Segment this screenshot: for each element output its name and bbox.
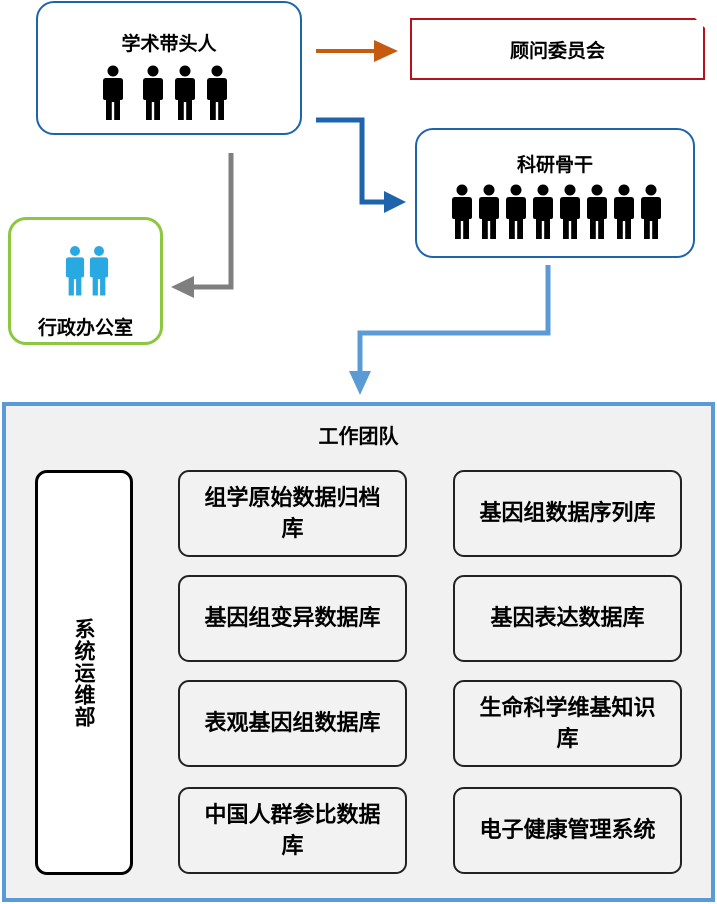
person-icon [532, 184, 554, 240]
advisory-committee-title: 顾问委员会 [509, 39, 605, 62]
person-icon [65, 244, 85, 298]
database-label: 电子健康管理系统 [479, 818, 656, 843]
person-icon [451, 184, 473, 240]
person-icon [505, 184, 527, 240]
ops-department-box: 系统运维部 [35, 470, 133, 875]
person-icon [89, 244, 109, 298]
admin-office-title: 行政办公室 [37, 317, 133, 339]
database-box: 基因组变异数据库 [178, 575, 407, 662]
admin-office-box: 行政办公室 [8, 217, 163, 345]
advisory-committee-box: 顾问委员会 [410, 18, 705, 80]
person-icon [640, 184, 662, 240]
admin-office-people [65, 244, 109, 298]
database-label: 基因组数据序列库 [479, 501, 656, 526]
database-label: 生命科学维基知识库 [479, 695, 656, 752]
database-label: 表观基因组数据库 [204, 711, 381, 736]
academic-leaders-title: 学术带头人 [121, 33, 217, 55]
database-label: 基因表达数据库 [490, 606, 645, 631]
person-icon [586, 184, 608, 240]
person-icon [559, 184, 581, 240]
arrow-to-advisory [316, 40, 398, 62]
person-icon [174, 65, 196, 121]
database-box: 基因表达数据库 [453, 575, 682, 662]
person-icon [478, 184, 500, 240]
academic-leaders-box: 学术带头人 [36, 1, 302, 135]
academic-leaders-people [102, 65, 228, 121]
research-backbone-title: 科研骨干 [516, 154, 593, 176]
arrow-to-backbone [316, 117, 406, 213]
database-box: 生命科学维基知识库 [453, 680, 682, 767]
research-backbone-box: 科研骨干 [415, 128, 695, 258]
database-label: 基因组变异数据库 [204, 606, 381, 631]
database-box: 表观基因组数据库 [178, 680, 407, 767]
database-box: 组学原始数据归档库 [178, 470, 407, 557]
ops-department-label: 系统运维部 [72, 617, 96, 728]
work-team-title: 工作团队 [318, 424, 399, 448]
arrow-to-team [349, 265, 551, 395]
person-icon [206, 65, 228, 121]
person-icon [613, 184, 635, 240]
person-icon [102, 65, 124, 121]
database-box: 电子健康管理系统 [453, 787, 682, 874]
database-box: 基因组数据序列库 [453, 470, 682, 557]
person-icon [142, 65, 164, 121]
database-label: 组学原始数据归档库 [204, 485, 381, 542]
database-label: 中国人群参比数据库 [204, 802, 381, 859]
database-box: 中国人群参比数据库 [178, 787, 407, 874]
arrow-to-admin [171, 153, 234, 298]
research-backbone-people [451, 184, 662, 240]
